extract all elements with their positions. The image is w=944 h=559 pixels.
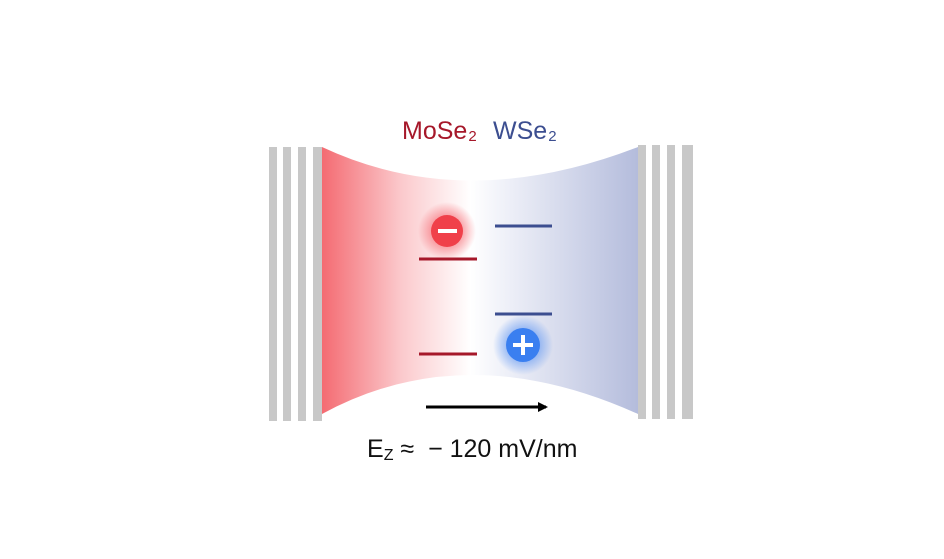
mose2-label: MoSe2 xyxy=(402,117,477,145)
field-strength-label: EZ ≈ − 120 mV/nm xyxy=(367,435,578,464)
minus-icon xyxy=(438,229,457,233)
hole-charge xyxy=(493,315,553,375)
right-gate xyxy=(638,145,693,419)
electron-charge xyxy=(418,202,476,260)
plus-icon xyxy=(513,335,533,355)
left-gate xyxy=(269,147,322,421)
wse2-label: WSe2 xyxy=(493,117,557,145)
heterostructure-body xyxy=(322,147,638,414)
